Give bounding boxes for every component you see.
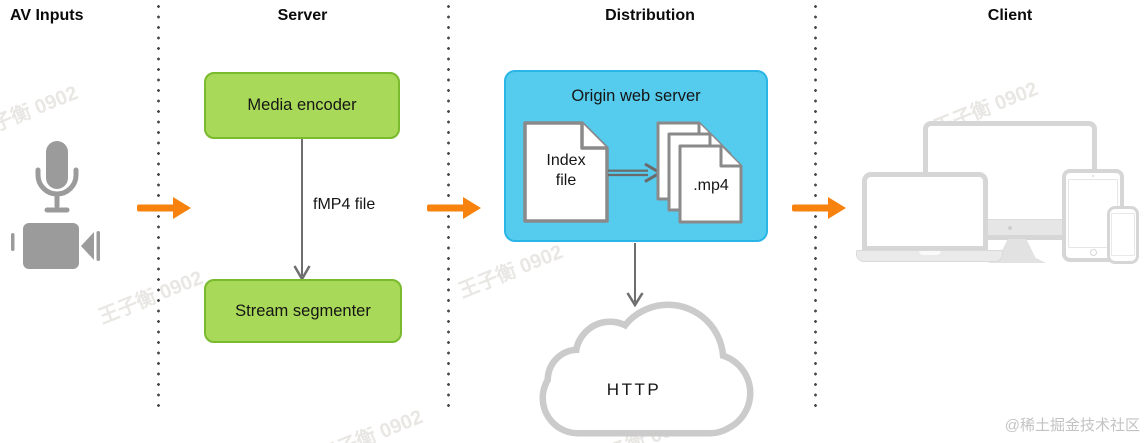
- mp4-document-stack-icon: [656, 121, 743, 224]
- ipad-camera-dot: [1092, 175, 1094, 177]
- stream-segmenter-label: Stream segmenter: [235, 301, 371, 320]
- diagonal-watermark: 王子衡 0902: [0, 82, 82, 144]
- community-watermark: @稀土掘金技术社区: [1004, 417, 1140, 434]
- diagonal-watermark: 王子衡 0902: [315, 406, 427, 443]
- ipad-home-button: [1090, 249, 1097, 256]
- section-title-server: Server: [277, 7, 328, 24]
- macbook-icon: [862, 172, 988, 251]
- index-to-mp4-arrow: [608, 162, 661, 183]
- http-cloud-icon: [539, 301, 754, 437]
- microphone-icon: [35, 141, 79, 213]
- iphone-icon: [1107, 206, 1139, 264]
- iphone-screen: [1111, 213, 1135, 256]
- section-title-client: Client: [987, 7, 1033, 24]
- encoder-to-segmenter-arrow: [293, 139, 311, 281]
- index-file-document-icon: [523, 121, 609, 223]
- flow-arrow-icon: [137, 197, 191, 219]
- section-title-distribution: Distribution: [605, 7, 695, 24]
- section-title-av-inputs: AV Inputs: [10, 7, 84, 24]
- diagonal-watermark: 王子衡 0902: [95, 267, 207, 329]
- fmp4-file-label: fMP4 file: [313, 196, 376, 213]
- flow-arrow-icon: [792, 197, 846, 219]
- origin-web-server-label: Origin web server: [571, 87, 701, 105]
- media-encoder-box: Media encoder: [204, 72, 400, 139]
- diagonal-watermark: 王子衡 0902: [455, 241, 567, 303]
- stream-segmenter-box: Stream segmenter: [204, 279, 402, 343]
- imac-camera-dot: [1008, 226, 1012, 230]
- server-to-http-arrow: [626, 243, 644, 308]
- video-camera-icon: [11, 223, 100, 269]
- macbook-base: [856, 250, 1003, 262]
- index-file-label: Index file: [546, 152, 586, 189]
- media-encoder-label: Media encoder: [247, 96, 357, 114]
- mp4-label: .mp4: [693, 177, 729, 194]
- http-label: HTTP: [606, 380, 662, 399]
- macbook-notch: [918, 251, 941, 255]
- flow-arrow-icon: [427, 197, 481, 219]
